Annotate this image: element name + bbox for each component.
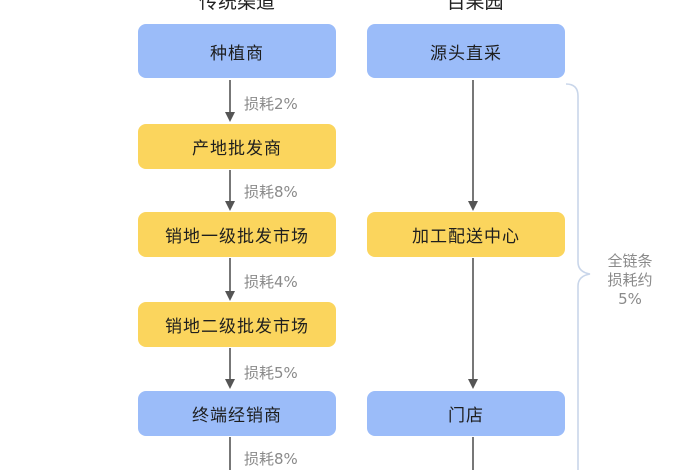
brace-label-line-2: 损耗约 <box>607 271 653 289</box>
header-traditional: 传统渠道 <box>198 0 275 13</box>
loss-label-3: 损耗4% <box>244 273 298 291</box>
brace-label-line-1: 全链条 <box>607 252 653 270</box>
loss-label-4: 损耗5% <box>244 364 298 382</box>
loss-label-5: 损耗8% <box>244 450 298 468</box>
node-store: 门店 <box>367 391 565 436</box>
node-end-distributor: 终端经销商 <box>138 391 336 436</box>
brace-label: 全链条 损耗约 5% <box>595 252 665 309</box>
node-primary-wholesale-market: 销地一级批发市场 <box>138 212 336 257</box>
node-direct-sourcing: 源头直采 <box>367 24 565 78</box>
loss-label-2: 损耗8% <box>244 183 298 201</box>
node-grower: 种植商 <box>138 24 336 78</box>
node-origin-wholesaler: 产地批发商 <box>138 124 336 169</box>
node-processing-center: 加工配送中心 <box>367 212 565 257</box>
node-secondary-wholesale-market: 销地二级批发市场 <box>138 302 336 347</box>
loss-label-1: 损耗2% <box>244 95 298 113</box>
brace <box>565 83 591 470</box>
brace-label-line-3: 5% <box>618 290 642 308</box>
header-pagoda: 百果园 <box>446 0 504 13</box>
